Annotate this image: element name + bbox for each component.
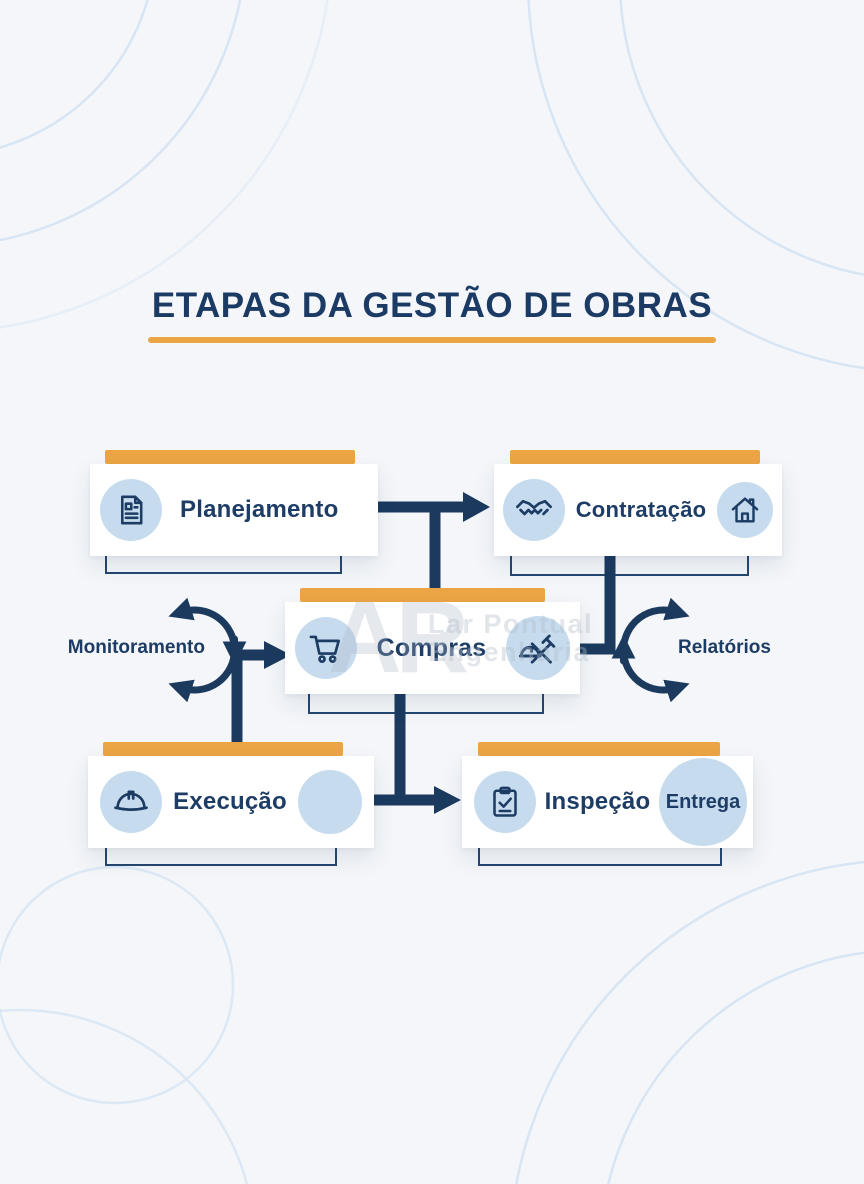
house-icon (717, 482, 773, 538)
bar-inspecao (478, 742, 720, 756)
card-contratacao: Contratação (494, 464, 782, 556)
label-entrega: Entrega (665, 790, 741, 813)
label-execucao: Execução (173, 788, 287, 815)
card-compras: Compras (285, 602, 580, 694)
entrega-circle: Entrega (658, 758, 747, 846)
bar-execucao (103, 742, 343, 756)
bar-compras (300, 588, 545, 602)
clipboard-check-icon (474, 771, 536, 833)
document-icon (100, 479, 162, 541)
tools-icon (505, 616, 570, 680)
label-contratacao: Contratação (575, 497, 707, 522)
title-underline (148, 337, 716, 343)
cart-icon (295, 617, 357, 679)
label-compras: Compras (376, 633, 487, 662)
card-execucao: Execução (88, 756, 374, 848)
cycle-arrow-relatorios (620, 597, 690, 703)
label-inspecao: Inspeção (544, 788, 651, 815)
label-monitoramento: Monitoramento (67, 637, 205, 658)
bar-contratacao (510, 450, 760, 464)
handshake-icon (503, 479, 565, 541)
card-inspecao: Inspeção Entrega (462, 756, 753, 848)
hardhat-icon (100, 771, 162, 833)
arrowhead-inspecao (434, 786, 461, 814)
card-planejamento: Planejamento (90, 464, 378, 556)
page-title: ETAPAS DA GESTÃO DE OBRAS (151, 286, 713, 325)
empty-circle (297, 770, 362, 834)
arrow-execucao-to-compras (231, 649, 264, 745)
arrowhead-contratacao (463, 492, 490, 522)
label-relatorios: Relatórios (678, 637, 771, 658)
label-planejamento: Planejamento (180, 496, 339, 523)
bar-planejamento (105, 450, 355, 464)
